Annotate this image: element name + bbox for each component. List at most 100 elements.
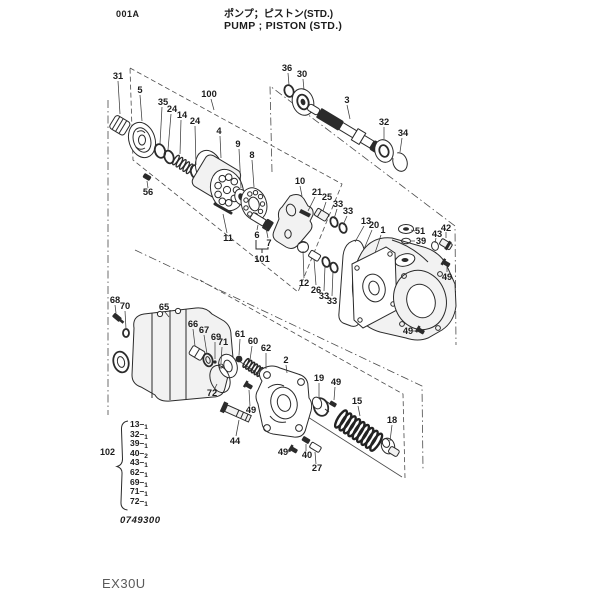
svg-text:56: 56 <box>143 187 153 197</box>
part-label-24[interactable]: 24 <box>190 116 201 166</box>
part-label-18[interactable]: 18 <box>387 415 397 442</box>
part-label-33[interactable]: 33 <box>333 199 343 220</box>
part-26-bushing <box>308 249 322 262</box>
part-label-2[interactable]: 2 <box>283 355 289 374</box>
part-label-27[interactable]: 27 <box>312 451 322 473</box>
svg-text:100: 100 <box>201 89 217 99</box>
part-label-8[interactable]: 8 <box>249 150 255 188</box>
parts-group-item-71[interactable]: 71–1 <box>130 486 148 499</box>
part-49-pin <box>329 400 337 408</box>
svg-text:18: 18 <box>387 415 397 425</box>
svg-text:49: 49 <box>403 326 413 336</box>
part-label-7[interactable]: 7 <box>265 227 272 248</box>
part-label-62[interactable]: 62 <box>261 343 271 369</box>
part-label-34[interactable]: 34 <box>398 128 409 153</box>
part-35-ring <box>153 143 167 159</box>
part-label-61[interactable]: 61 <box>235 329 245 356</box>
part-label-69[interactable]: 69 <box>211 332 221 359</box>
svg-text:30: 30 <box>297 69 307 79</box>
svg-text:72: 72 <box>207 388 217 398</box>
svg-text:70: 70 <box>120 301 130 311</box>
parts-group-label: 102 <box>100 447 116 457</box>
part-label-12[interactable]: 12 <box>299 250 309 288</box>
part-label-9[interactable]: 9 <box>235 139 242 189</box>
svg-text:67: 67 <box>199 325 209 335</box>
part-label-49[interactable]: 49 <box>442 267 452 282</box>
parts-group-item-62[interactable]: 62–1 <box>130 466 148 479</box>
svg-text:69: 69 <box>211 332 221 342</box>
part-label-72[interactable]: 72 <box>207 383 218 398</box>
part-label-49[interactable]: 49 <box>403 326 417 336</box>
svg-text:12: 12 <box>299 278 309 288</box>
part-label-33[interactable]: 33 <box>319 265 329 301</box>
part-label-66[interactable]: 66 <box>188 319 198 347</box>
part-label-33[interactable]: 33 <box>342 206 353 226</box>
part-label-19[interactable]: 19 <box>314 373 324 398</box>
part-label-60[interactable]: 60 <box>248 336 258 361</box>
part-label-3[interactable]: 3 <box>344 95 351 120</box>
part-label-13[interactable]: 13 <box>354 216 371 243</box>
part-label-49[interactable]: 49 <box>331 377 341 401</box>
parts-group-item-72[interactable]: 72–1 <box>130 495 148 508</box>
svg-text:19: 19 <box>314 373 324 383</box>
bracket-101 <box>255 240 269 253</box>
part-label-6[interactable]: 6 <box>254 224 260 240</box>
part-label-44[interactable]: 44 <box>230 419 241 446</box>
svg-text:66: 66 <box>188 319 198 329</box>
svg-text:34: 34 <box>398 128 409 138</box>
part-label-68[interactable]: 68 <box>110 295 120 314</box>
part-label-5[interactable]: 5 <box>137 85 143 122</box>
part-label-25[interactable]: 25 <box>322 192 332 212</box>
part-60-spring <box>242 357 264 378</box>
part-label-39[interactable]: 39 <box>411 236 426 246</box>
part-label-14[interactable]: 14 <box>177 110 188 155</box>
svg-text:11: 11 <box>223 233 233 243</box>
part-label-51[interactable]: 51 <box>410 226 425 236</box>
part-label-71[interactable]: 71 <box>218 337 228 364</box>
parts-group-brace <box>115 420 129 511</box>
part-15-spring <box>333 409 384 452</box>
part-label-1[interactable]: 1 <box>374 225 386 254</box>
part-40-pin <box>301 436 311 444</box>
part-label-65[interactable]: 65 <box>159 302 170 318</box>
title-japanese: ポンプ；ピストン(STD.) <box>224 9 334 20</box>
part-label-49[interactable]: 49 <box>246 389 256 415</box>
part-label-40[interactable]: 40 <box>302 444 312 460</box>
parts-group-item-69[interactable]: 69–1 <box>130 476 148 489</box>
part-label-35[interactable]: 35 <box>158 97 168 145</box>
parts-group-item-40[interactable]: 40–2 <box>130 447 148 460</box>
part-label-36[interactable]: 36 <box>282 63 292 86</box>
svg-text:26: 26 <box>311 285 321 295</box>
part-label-26[interactable]: 26 <box>311 258 321 295</box>
parts-group-item-39[interactable]: 39–1 <box>130 438 148 451</box>
part-43-oring <box>431 241 439 251</box>
parts-group-item-13[interactable]: 13–1 <box>130 419 148 431</box>
part-label-70[interactable]: 70 <box>120 301 130 330</box>
part-label-49[interactable]: 49 <box>278 447 292 457</box>
part-label-43[interactable]: 43 <box>432 229 442 244</box>
svg-text:10: 10 <box>295 176 305 186</box>
part-label-33[interactable]: 33 <box>327 270 337 306</box>
part-label-100[interactable]: 100 <box>201 89 217 111</box>
part-34-snap-ring <box>392 152 408 172</box>
part-label-24[interactable]: 24 <box>167 104 178 151</box>
part-label-56[interactable]: 56 <box>143 180 153 197</box>
part-label-4[interactable]: 4 <box>216 126 222 159</box>
part-label-42[interactable]: 42 <box>441 223 451 238</box>
part-label-101[interactable]: 101 <box>254 254 270 264</box>
part-label-67[interactable]: 67 <box>199 325 209 355</box>
part-label-20[interactable]: 20 <box>363 220 379 250</box>
part-label-10[interactable]: 10 <box>295 176 305 197</box>
parts-group-item-32[interactable]: 32–1 <box>130 428 148 441</box>
part-label-30[interactable]: 30 <box>297 69 307 91</box>
part-label-21[interactable]: 21 <box>307 187 322 212</box>
part-label-15[interactable]: 15 <box>352 396 362 417</box>
svg-text:32: 32 <box>379 117 389 127</box>
part-label-32[interactable]: 32 <box>379 117 389 139</box>
part-label-31[interactable]: 31 <box>113 71 123 115</box>
part-label-11[interactable]: 11 <box>222 213 233 243</box>
part-25-bushing <box>313 208 330 222</box>
parts-group-item-43[interactable]: 43–1 <box>130 457 148 470</box>
